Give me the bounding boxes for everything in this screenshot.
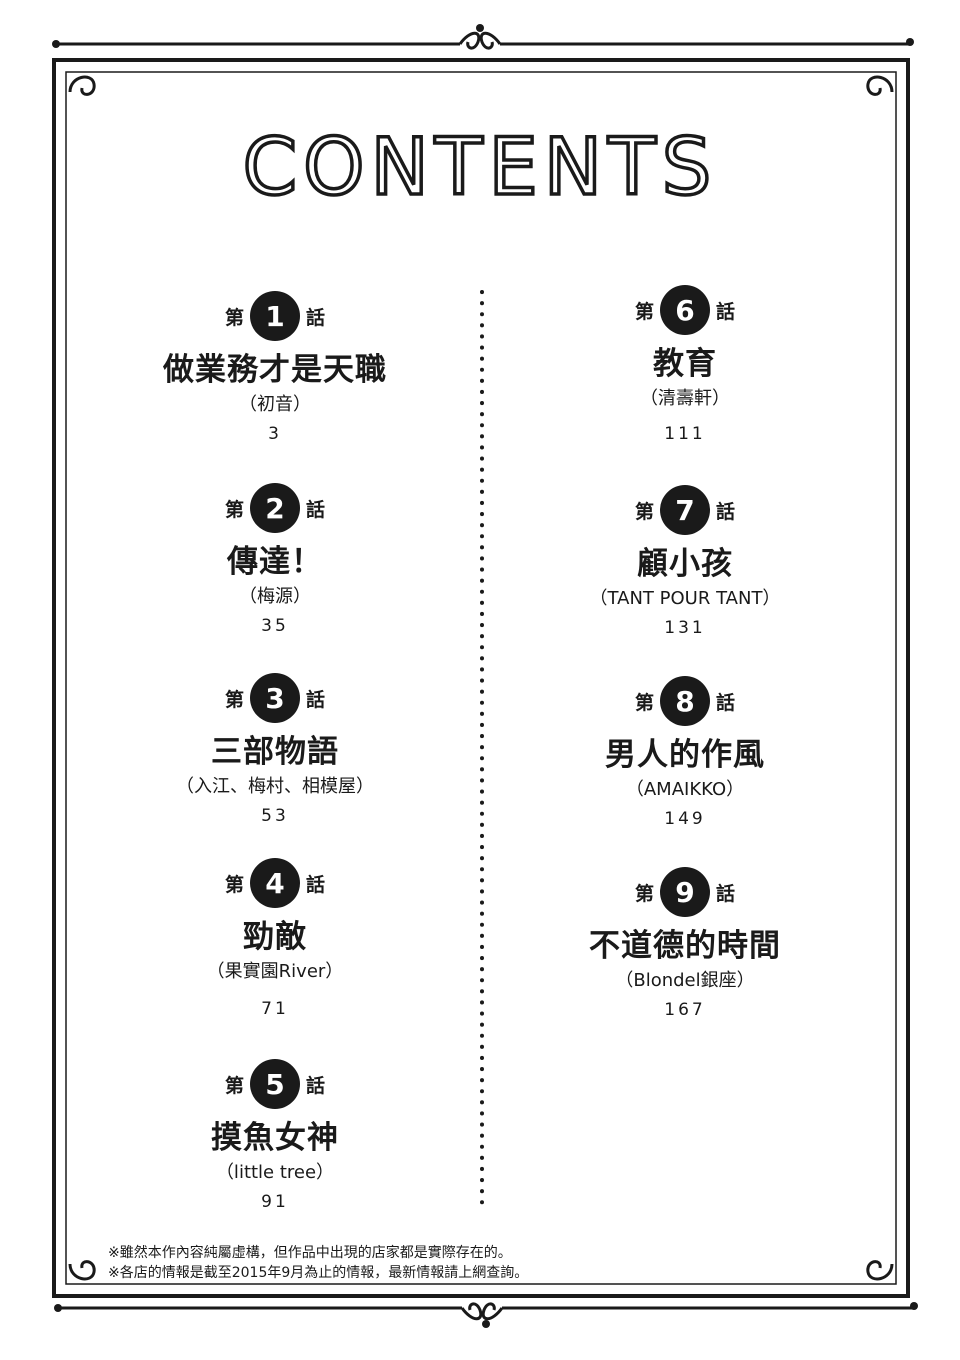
episode-number-row: 第 9 話 (495, 866, 875, 918)
episode-suffix: 話 (716, 882, 736, 905)
episode-entry[interactable]: 第 1 話 做業務才是天職 （初音） 3 (85, 290, 465, 446)
episode-shop: （TANT POUR TANT） (589, 588, 781, 609)
episode-prefix: 第 (634, 300, 654, 323)
episode-number-badge: 8 (660, 676, 710, 726)
episode-shop: （果實園River） (206, 961, 344, 982)
episode-prefix: 第 (224, 873, 244, 896)
episode-number-badge: 1 (250, 291, 300, 341)
episode-suffix: 話 (306, 1074, 326, 1097)
episode-number-badge: 7 (660, 485, 710, 535)
episode-number-badge: 4 (250, 858, 300, 908)
episode-shop: （梅源） (239, 586, 311, 607)
episode-title: 傳達！ (227, 544, 323, 580)
episode-prefix: 第 (224, 498, 244, 521)
episode-shop: （入江、梅村、相模屋） (176, 776, 374, 797)
episode-shop: （little tree） (215, 1162, 335, 1183)
episode-shop: （AMAIKKO） (625, 779, 745, 800)
episode-title: 教育 (653, 346, 717, 382)
episode-prefix: 第 (634, 691, 654, 714)
episode-entry[interactable]: 第 7 話 顧小孩 （TANT POUR TANT） 131 (495, 484, 875, 640)
episode-prefix: 第 (224, 688, 244, 711)
episode-page-number: 149 (664, 809, 706, 829)
episode-number-row: 第 8 話 (495, 675, 875, 727)
episode-suffix: 話 (306, 873, 326, 896)
episode-number-row: 第 3 話 (85, 672, 465, 724)
episode-entry[interactable]: 第 4 話 勁敵 （果實園River） 71 (85, 857, 465, 1021)
episode-page-number: 35 (261, 616, 289, 636)
episode-entry[interactable]: 第 6 話 教育 （清壽軒） 111 (495, 284, 875, 446)
episode-entry[interactable]: 第 3 話 三部物語 （入江、梅村、相模屋） 53 (85, 672, 465, 828)
episode-shop: （清壽軒） (640, 388, 730, 409)
episode-title: 做業務才是天職 (163, 352, 387, 388)
episode-title: 不道德的時間 (589, 928, 781, 964)
episode-suffix: 話 (306, 498, 326, 521)
episode-title: 顧小孩 (637, 546, 733, 582)
footnotes: ※雖然本作內容純屬虛構，但作品中出現的店家都是實際存在的。 ※各店的情報是截至2… (108, 1243, 868, 1283)
episode-entry[interactable]: 第 9 話 不道德的時間 （Blondel銀座） 167 (495, 866, 875, 1022)
episode-page-number: 53 (261, 806, 289, 826)
episode-prefix: 第 (224, 1074, 244, 1097)
page-title: CONTENTS (0, 118, 960, 218)
episode-suffix: 話 (306, 688, 326, 711)
episode-title: 男人的作風 (605, 737, 765, 773)
episode-number-row: 第 1 話 (85, 290, 465, 342)
episode-prefix: 第 (224, 306, 244, 329)
episode-number-badge: 9 (660, 867, 710, 917)
episode-title: 摸魚女神 (211, 1120, 339, 1156)
episode-number-row: 第 5 話 (85, 1058, 465, 1110)
episode-entry[interactable]: 第 5 話 摸魚女神 （little tree） 91 (85, 1058, 465, 1214)
episode-prefix: 第 (634, 882, 654, 905)
page-title-art: CONTENTS (241, 121, 718, 215)
episode-suffix: 話 (716, 300, 736, 323)
episode-number-badge: 6 (660, 285, 710, 335)
episode-page-number: 131 (664, 618, 706, 638)
footnote-line: ※各店的情報是截至2015年9月為止的情報，最新情報請上網查詢。 (108, 1265, 529, 1281)
episode-entry[interactable]: 第 8 話 男人的作風 （AMAIKKO） 149 (495, 675, 875, 831)
page-title-text: CONTENTS (243, 123, 718, 213)
episode-shop: （Blondel銀座） (615, 970, 755, 991)
episode-number-badge: 5 (250, 1059, 300, 1109)
episode-suffix: 話 (306, 306, 326, 329)
column-divider (480, 290, 484, 1210)
episode-number-row: 第 2 話 (85, 482, 465, 534)
episode-suffix: 話 (716, 500, 736, 523)
episode-number-row: 第 4 話 (85, 857, 465, 909)
episode-entry[interactable]: 第 2 話 傳達！ （梅源） 35 (85, 482, 465, 638)
episode-number-row: 第 6 話 (495, 284, 875, 336)
episode-shop: （初音） (239, 394, 311, 415)
episode-title: 勁敵 (243, 919, 307, 955)
episode-page-number: 111 (664, 424, 706, 444)
episode-number-badge: 3 (250, 673, 300, 723)
episode-prefix: 第 (634, 500, 654, 523)
episode-page-number: 71 (261, 999, 289, 1019)
episode-suffix: 話 (716, 691, 736, 714)
episode-title: 三部物語 (211, 734, 339, 770)
episode-number-badge: 2 (250, 483, 300, 533)
episode-page-number: 167 (664, 1000, 706, 1020)
episode-number-row: 第 7 話 (495, 484, 875, 536)
footnote-line: ※雖然本作內容純屬虛構，但作品中出現的店家都是實際存在的。 (108, 1245, 512, 1261)
episode-page-number: 91 (261, 1192, 289, 1212)
episode-page-number: 3 (268, 424, 282, 444)
